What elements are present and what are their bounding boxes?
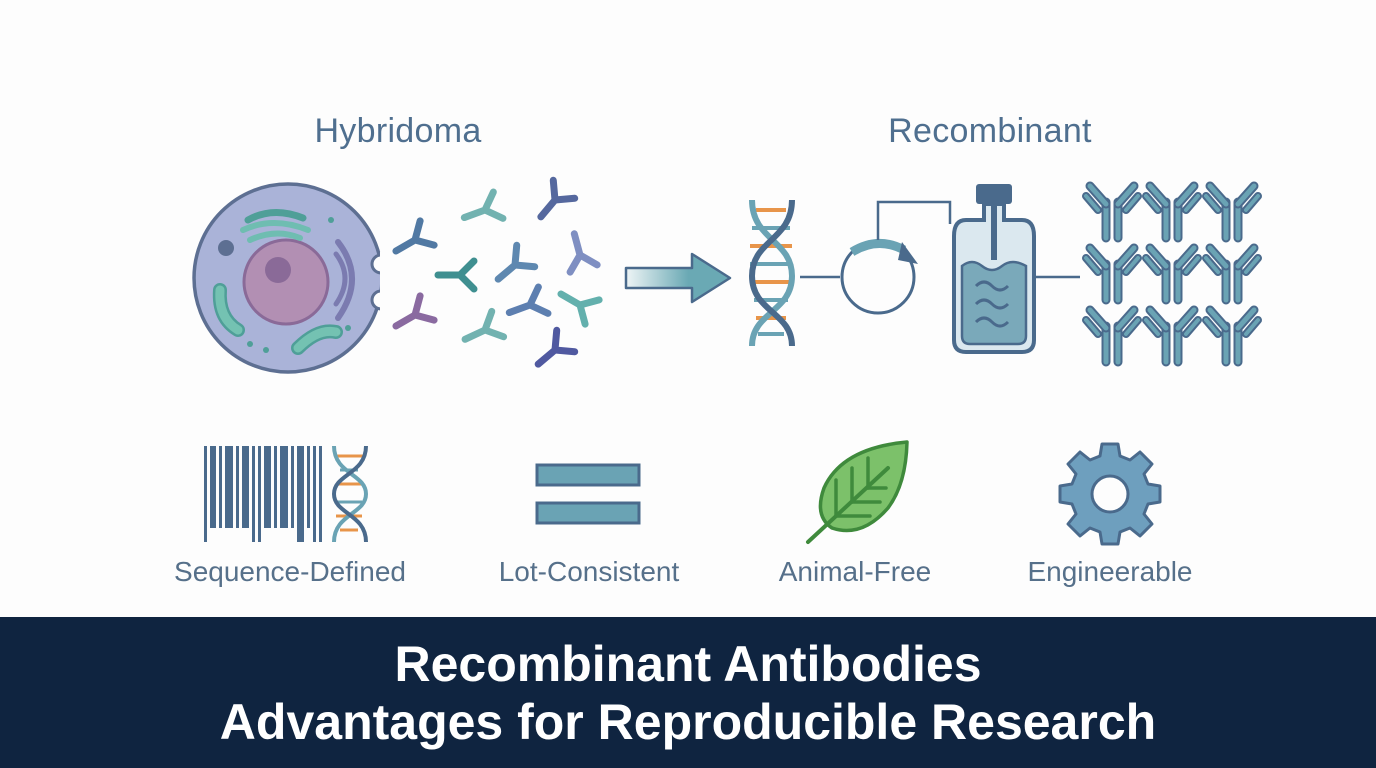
recombinant-title: Recombinant — [888, 112, 1092, 150]
banner-title-line2: Advantages for Reproducible Research — [219, 693, 1157, 750]
dna-helix-icon — [748, 199, 796, 347]
feature-label-sequence-defined: Sequence-Defined — [174, 556, 406, 587]
polyclonal-antibodies-icon — [385, 170, 615, 385]
arrow-right-icon — [624, 250, 734, 306]
leaf-icon — [802, 438, 912, 548]
feature-label-engineerable: Engineerable — [1027, 556, 1193, 587]
plasmid-icon — [840, 200, 952, 315]
monoclonal-antibody-grid-icon — [1082, 178, 1267, 368]
bioreactor-icon — [952, 184, 1080, 354]
hybridoma-cell-icon — [188, 178, 388, 378]
gear-icon — [1056, 440, 1164, 548]
feature-label-animal-free: Animal-Free — [778, 556, 932, 587]
recombinant-workflow — [740, 180, 1080, 360]
barcode-dna-icon — [200, 444, 385, 544]
feature-label-lot-consistent: Lot-Consistent — [498, 556, 680, 587]
hybridoma-title: Hybridoma — [314, 112, 482, 150]
title-banner: Recombinant Antibodies Advantages for Re… — [0, 617, 1376, 768]
equals-icon — [534, 462, 644, 526]
banner-title-line1: Recombinant Antibodies — [394, 635, 982, 692]
